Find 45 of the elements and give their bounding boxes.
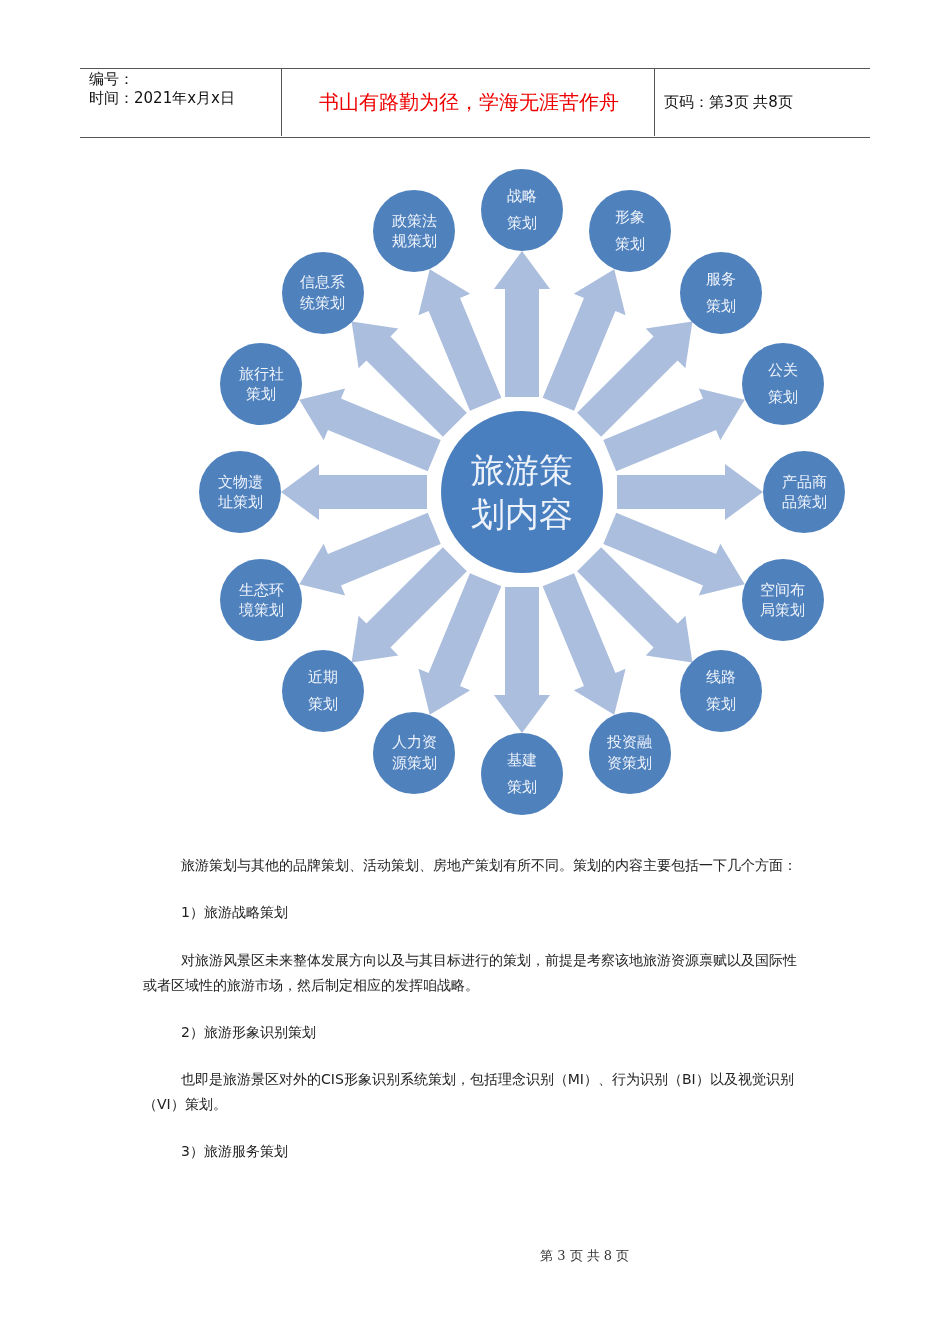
circle-label: 文物遗址策划	[216, 471, 264, 513]
block-arrow	[281, 463, 427, 521]
block-arrow	[542, 573, 626, 715]
circle-label: 产品商品策划	[780, 471, 828, 513]
circle-label: 服务策划	[705, 268, 738, 317]
block-arrow	[493, 251, 551, 397]
motto-text: 书山有路勤为径，学海无涯苦作舟	[318, 89, 620, 116]
circle-label: 公关策划	[766, 360, 799, 409]
block-arrow	[603, 388, 745, 472]
circle-label: 形象策划	[613, 207, 646, 256]
header-text: 时间：2021年x月x日	[89, 89, 236, 108]
block-arrow	[603, 512, 745, 596]
header-text: 编号：	[89, 70, 135, 89]
circle-label: 旅游策划内容	[470, 448, 574, 536]
circle-label: 线路策划	[705, 667, 738, 716]
circle-label: 信息系统策划	[299, 272, 347, 313]
circle-label: 人力资源策划	[390, 732, 438, 773]
section-heading: 1）旅游战略策划	[180, 903, 289, 922]
circle-label: 空间布局策划	[759, 579, 807, 621]
block-arrow	[577, 321, 693, 437]
block-arrow	[542, 269, 626, 411]
block-arrow	[493, 587, 551, 733]
circle-label: 政策法规策划	[390, 211, 438, 252]
circle-label: 生态环境策划	[237, 579, 285, 621]
paragraph: 旅游策划与其他的品牌策划、活动策划、房地产策划有所不同。策划的内容主要包括一下几个方面：	[180, 856, 798, 875]
circle-label: 基建策划	[506, 750, 538, 798]
circle-label: 旅行社策划	[237, 363, 285, 405]
page-footer: 第 3 页 共 8 页	[540, 1247, 630, 1265]
block-arrow	[418, 573, 502, 715]
block-arrow	[418, 269, 502, 411]
block-arrow	[351, 547, 467, 663]
circle-label: 投资融资策划	[606, 732, 654, 773]
center-circle	[441, 411, 603, 573]
block-arrow	[299, 512, 441, 596]
block-arrow	[577, 547, 693, 663]
paragraph: 对旅游风景区未来整体发展方向以及与其目标进行的策划，前提是考察该地旅游资源禀赋以及国际性或者区域性的旅游市场，然后制定相应的发挥咱战略。	[143, 951, 798, 995]
block-arrow	[617, 463, 763, 521]
section-heading: 3）旅游服务策划	[180, 1142, 289, 1161]
paragraph: 也即是旅游景区对外的CIS形象识别系统策划，包括理念识别（MI）、行为识别（BI）以及视觉识别（VI）策划。	[143, 1070, 795, 1114]
circle-label: 战略策划	[506, 186, 538, 234]
block-arrow	[351, 321, 467, 437]
section-heading: 2）旅游形象识别策划	[180, 1023, 317, 1042]
circle-label: 近期策划	[306, 667, 339, 716]
header-text: 页码：第3页 共8页	[664, 93, 794, 112]
block-arrow	[299, 388, 441, 472]
